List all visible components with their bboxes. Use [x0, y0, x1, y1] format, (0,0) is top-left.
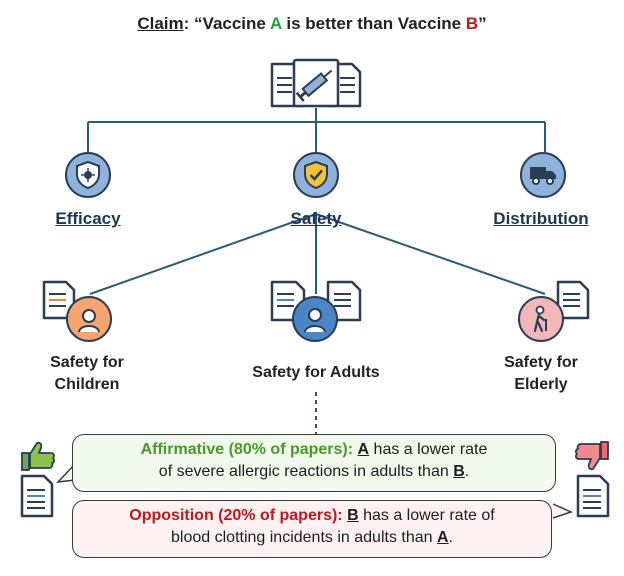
documents-icon	[270, 280, 362, 322]
thumbs-down-icon	[575, 441, 609, 471]
claim-label: Claim	[137, 14, 184, 33]
affirmative-bubble-tail	[56, 463, 76, 483]
claim-title: Claim: “Vaccine A is better than Vaccine…	[137, 14, 487, 33]
vaccine-b-mark: B	[465, 14, 479, 33]
subtopic-children: Safety for Children	[50, 354, 124, 393]
category-efficacy: Efficacy	[55, 209, 121, 228]
adult-avatar-icon	[292, 296, 338, 342]
affirmative-label: Affirmative (80% of papers):	[140, 441, 354, 458]
opposition-bubble-tail	[552, 503, 573, 519]
category-safety: Safety	[290, 209, 342, 228]
opposition-label: Opposition (20% of papers):	[129, 507, 343, 524]
subtopic-adults: Safety for Adults	[252, 364, 380, 381]
documents-syringe-icon	[270, 58, 362, 108]
vaccine-a-mark: A	[269, 14, 282, 33]
subtopic-elderly: Safety for Elderly	[504, 354, 578, 393]
elderly-person-icon	[518, 296, 564, 342]
shield-virus-icon	[65, 152, 111, 198]
document-icon	[576, 474, 610, 518]
category-distribution: Distribution	[493, 209, 589, 228]
thumbs-up-icon	[21, 441, 55, 471]
document-icon	[20, 474, 54, 518]
opposition-bubble: Opposition (20% of papers): B has a lowe…	[72, 500, 552, 558]
shield-check-icon	[293, 152, 339, 198]
delivery-truck-icon	[520, 152, 566, 198]
affirmative-bubble: Affirmative (80% of papers): A has a low…	[72, 434, 556, 492]
child-avatar-icon	[66, 296, 112, 342]
